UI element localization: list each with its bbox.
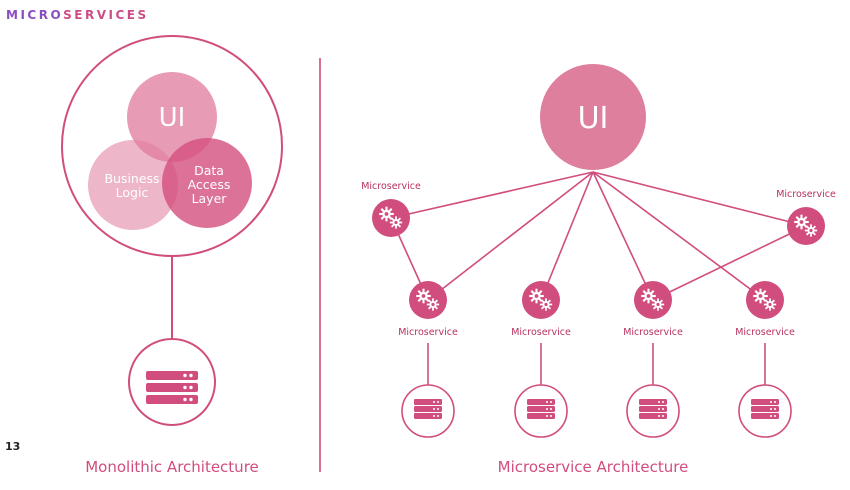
business-logic-label-line2: Logic [116, 185, 149, 200]
micro-ui-label: UI [578, 101, 609, 136]
database-circle [626, 384, 680, 438]
header-title-part2: SERVICES [63, 8, 149, 22]
data-access-label-line2: Access [188, 177, 231, 192]
database-connectors [427, 343, 766, 385]
server-icon [639, 399, 667, 419]
ui-connection-lines [390, 171, 807, 301]
database-circle [514, 384, 568, 438]
microservice-node-b1: Microservice [398, 281, 458, 438]
header-title-part1: MICRO [6, 8, 64, 22]
microservice-node-b3: Microservice [623, 281, 683, 438]
microservice-label: Microservice [361, 181, 421, 192]
monolith-database-circle [128, 338, 216, 426]
database-node [626, 384, 680, 438]
header-title: MICROSERVICES [6, 8, 149, 22]
data-access-layer-circle [162, 138, 252, 228]
microservice-node-left: Microservice [361, 181, 421, 237]
microservice-label: Microservice [735, 327, 795, 338]
microservice-label: Microservice [623, 327, 683, 338]
business-logic-label-line1: Business [104, 171, 159, 186]
microservice-node-b4: Microservice [735, 281, 795, 438]
server-icon [414, 399, 442, 419]
monolith-ui-label: UI [159, 103, 186, 133]
business-logic-circle [88, 140, 178, 230]
micro-ui-circle [540, 64, 646, 170]
microservice-label: Microservice [398, 327, 458, 338]
microservice-node-right: Microservice [776, 189, 836, 245]
microservice-node-b2: Microservice [511, 281, 571, 438]
data-access-label-line3: Layer [192, 191, 228, 206]
database-circle [401, 384, 455, 438]
server-icon [527, 399, 555, 419]
micro-caption: Microservice Architecture [498, 458, 689, 476]
service-cross-links [390, 217, 807, 301]
data-access-label-line1: Data [194, 163, 224, 178]
database-node [738, 384, 792, 438]
monolith-ui-circle [127, 72, 217, 162]
monolith-caption: Monolithic Architecture [85, 458, 259, 476]
server-icon [751, 399, 779, 419]
microservice-label: Microservice [776, 189, 836, 200]
microservice-label: Microservice [511, 327, 571, 338]
monolith-server-icon [146, 371, 198, 404]
page-number: 13 [5, 440, 21, 453]
database-node [401, 384, 455, 438]
database-circle [738, 384, 792, 438]
database-node [514, 384, 568, 438]
